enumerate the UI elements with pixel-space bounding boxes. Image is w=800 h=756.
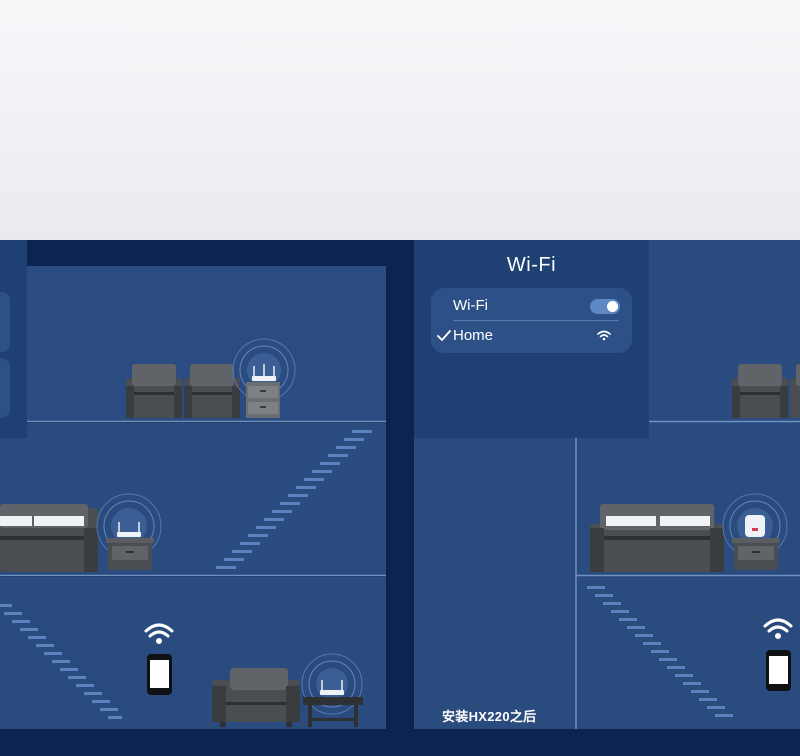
wifi-signal-icon-right <box>763 618 793 639</box>
router-bottom-floor <box>301 653 363 727</box>
stairs-upper <box>216 430 372 569</box>
stairs-right-lower <box>587 586 733 717</box>
sofa-middle <box>0 504 98 572</box>
router-middle-floor <box>96 493 162 570</box>
toggle-knob <box>607 301 618 312</box>
armchair-left-1 <box>126 364 182 418</box>
router-top-floor <box>232 338 296 418</box>
stairs-lower <box>0 604 122 719</box>
armchair-right-top <box>732 364 800 418</box>
wifi-settings-panel: Wi-Fi Wi-Fi Home <box>414 240 649 438</box>
network-row-home[interactable]: Home <box>431 321 632 353</box>
armchair-bottom <box>212 668 300 727</box>
sofa-right-middle <box>590 504 724 572</box>
phone-icon-right <box>766 650 791 691</box>
house-cross-section <box>0 240 800 729</box>
after-install-caption: 安装HX220之后 <box>442 709 537 724</box>
top-banner-area <box>0 0 800 240</box>
wifi-divider <box>453 320 619 321</box>
network-name: Home <box>453 327 494 344</box>
wifi-signal-icon <box>144 623 174 644</box>
extender-icon <box>722 493 788 570</box>
wifi-toggle-label: Wi-Fi <box>453 297 488 314</box>
wifi-panel-title: Wi-Fi <box>506 254 557 276</box>
house-illustration <box>0 240 800 756</box>
wifi-strength-icon <box>597 330 611 341</box>
wifi-toggle-switch[interactable] <box>590 299 620 314</box>
phone-icon <box>147 654 172 695</box>
wifi-card: Wi-Fi Home <box>431 288 632 353</box>
wifi-toggle-row[interactable]: Wi-Fi <box>431 288 632 320</box>
armchair-left-2 <box>184 364 240 418</box>
check-icon <box>437 330 451 341</box>
